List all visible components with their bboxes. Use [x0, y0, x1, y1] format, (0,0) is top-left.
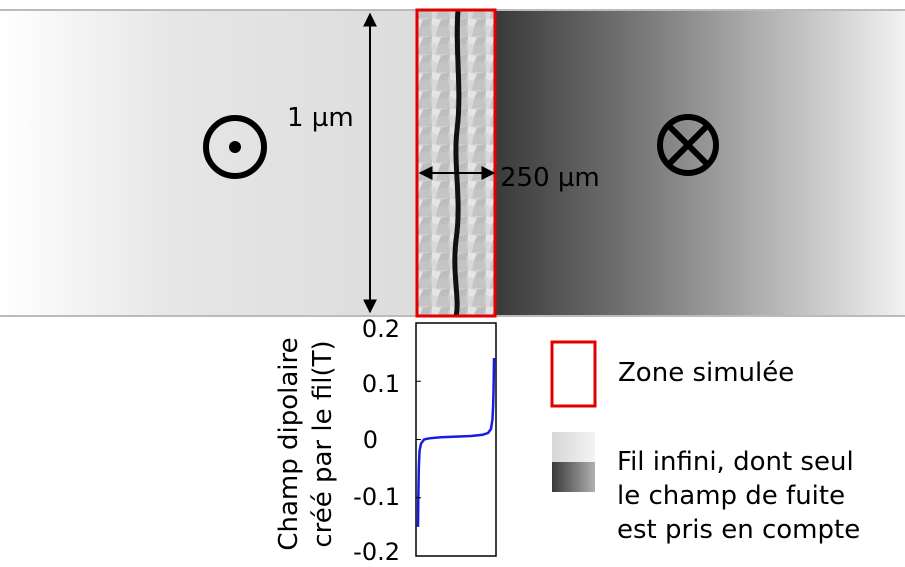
chart-ytick-label: -0.1 — [353, 483, 400, 511]
legend-wire-label-line: Fil infini, dont seul — [617, 447, 854, 477]
height-dimension-label: 1 µm — [287, 103, 354, 133]
legend-zone-swatch — [550, 340, 597, 408]
field-into-page-icon — [657, 114, 719, 176]
legend-wire-label-line: le champ de fuite — [617, 481, 846, 511]
chart-ytick-label: 0.1 — [361, 370, 400, 398]
chart-ylabel: Champ dipolaire créé par le fil(T) — [272, 324, 340, 564]
legend-wire-swatch-light — [552, 432, 595, 462]
legend-wire-swatch-dark — [552, 462, 595, 492]
legend-wire-label: Fil infini, dont seul le champ de fuite … — [617, 445, 860, 547]
simulated-zone-frame — [415, 8, 497, 318]
chart-ylabel-line: créé par le fil(T) — [308, 340, 338, 548]
chart-ytick-label: 0.2 — [361, 315, 400, 343]
field-out-of-page-icon — [203, 115, 267, 179]
chart-ytick-label: -0.2 — [353, 538, 400, 566]
wire-right-half — [496, 10, 905, 316]
width-dimension-label: 250 µm — [500, 163, 600, 193]
chart — [415, 322, 497, 557]
legend-wire-label-line: est pris en compte — [617, 515, 861, 545]
chart-ytick-label: 0 — [362, 426, 378, 454]
chart-series-line — [416, 357, 496, 527]
legend-zone-label: Zone simulée — [618, 358, 795, 388]
wire-left-half — [0, 10, 496, 316]
chart-ylabel-line: Champ dipolaire — [274, 337, 304, 551]
